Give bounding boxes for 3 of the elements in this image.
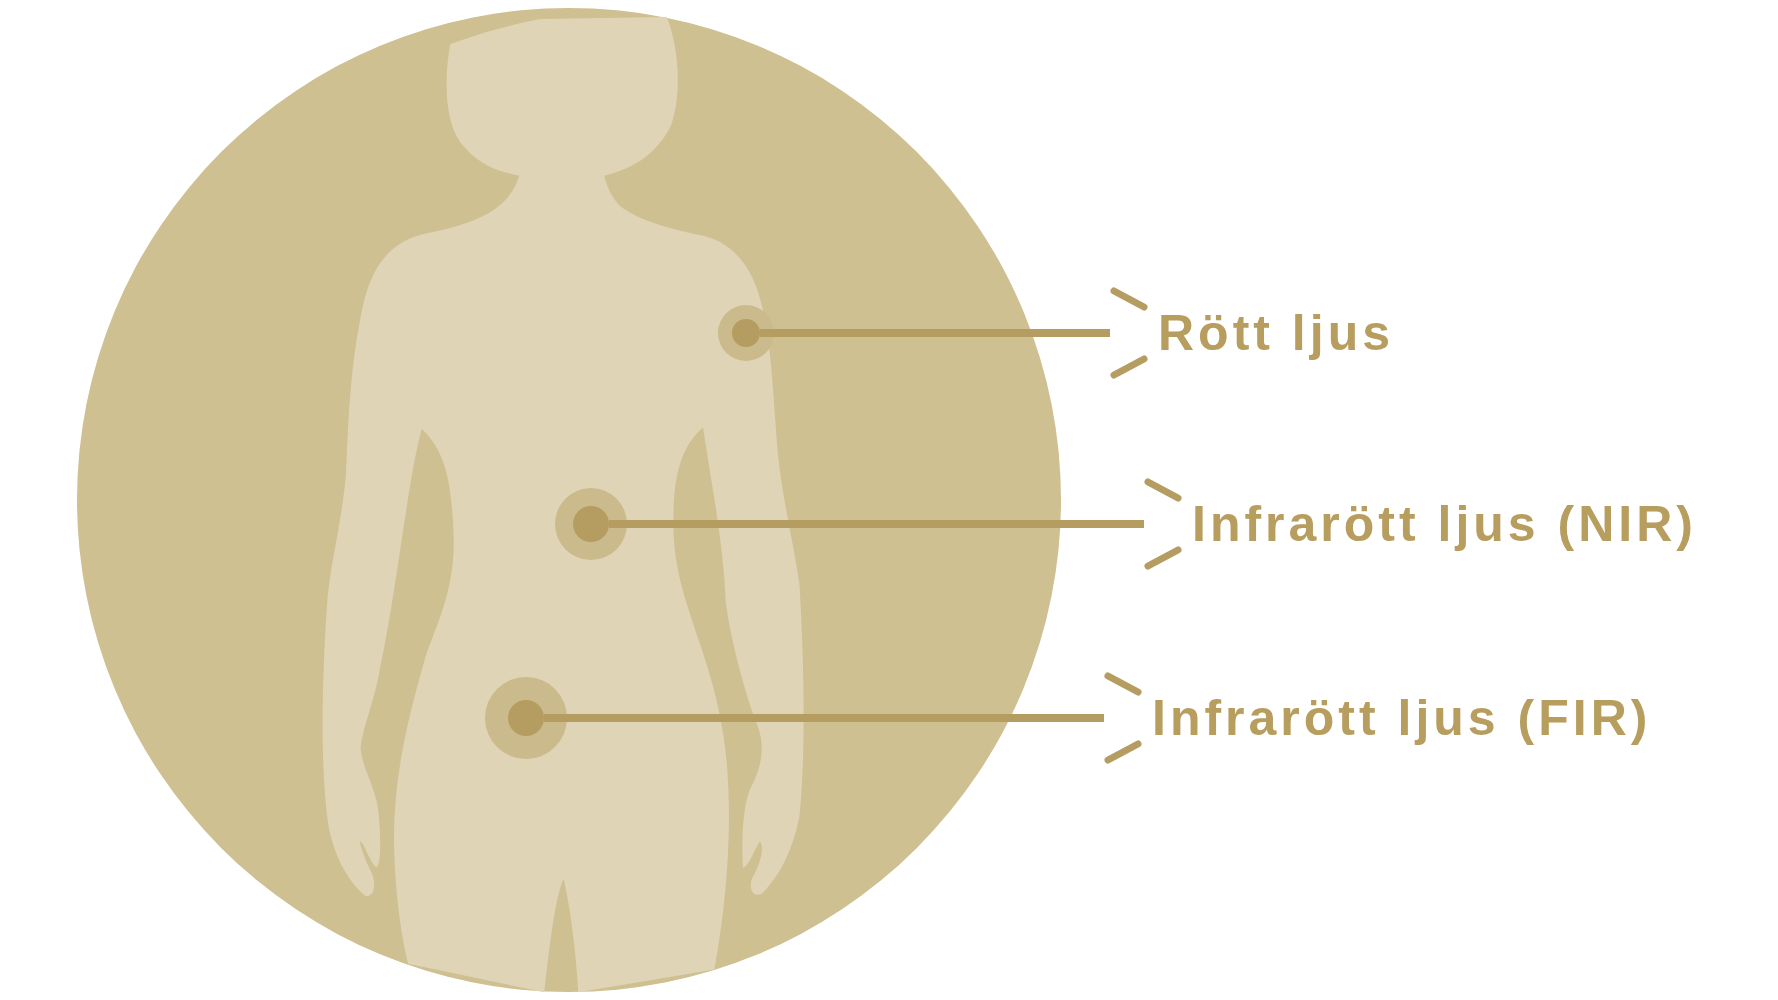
light-label: Rött ljus — [1158, 304, 1394, 362]
light-label: Infrarött ljus (FIR) — [1152, 689, 1652, 747]
light-label: Infrarött ljus (NIR) — [1192, 495, 1697, 553]
